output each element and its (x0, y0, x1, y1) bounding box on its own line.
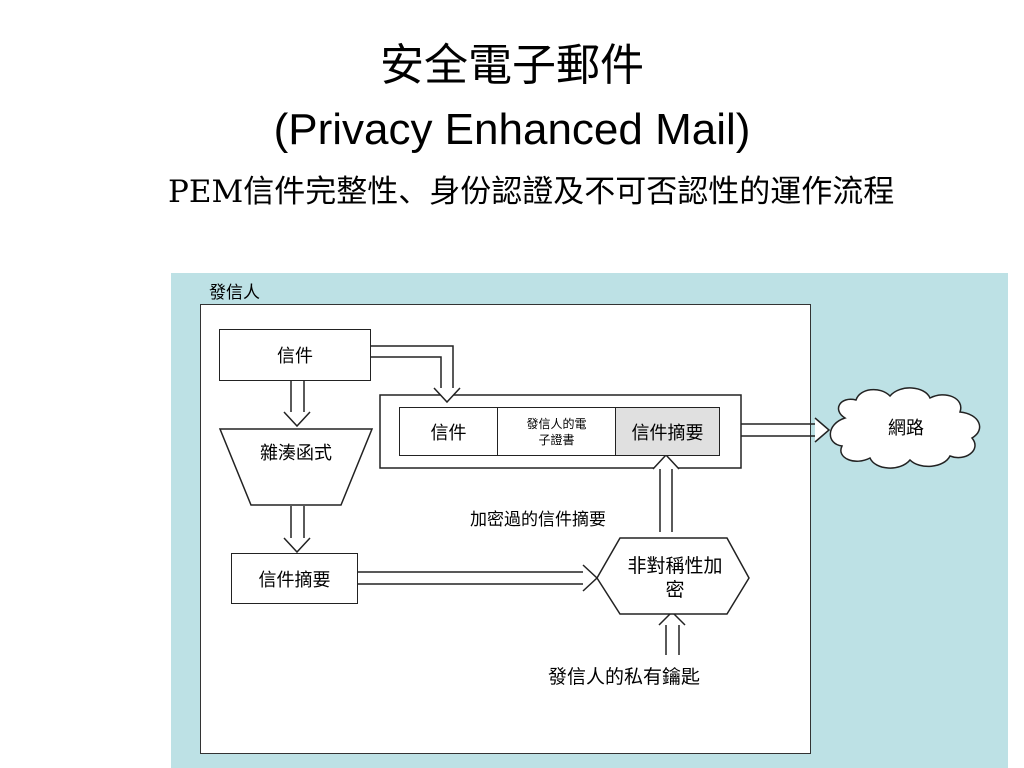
arrow-digest-to-encrypt (358, 564, 599, 592)
digest-box: 信件摘要 (231, 553, 358, 604)
arrow-hash-to-digest (283, 506, 311, 554)
package-digest-label: 信件摘要 (631, 422, 704, 444)
package-certificate-label: 發信人的電子證書 (526, 416, 587, 447)
package-digest-cell: 信件摘要 (615, 407, 720, 456)
asym-encrypt-label: 非對稱性加密 (627, 555, 723, 601)
mail-box: 信件 (219, 329, 371, 381)
subtitle: PEM信件完整性、身份認證及不可否認性的運作流程 (168, 174, 895, 210)
package-mail-cell: 信件 (399, 407, 498, 456)
title-english: (Privacy Enhanced Mail) (273, 105, 751, 154)
arrow-mail-to-package (371, 345, 461, 404)
digest-box-label: 信件摘要 (258, 569, 331, 591)
hash-function-label: 雜湊函式 (260, 443, 332, 464)
asym-encrypt-shape (596, 537, 750, 615)
arrow-mail-to-hash (283, 381, 311, 428)
arrow-encrypt-to-package (652, 453, 680, 532)
hash-function-shape (218, 428, 374, 506)
private-key-label: 發信人的私有鑰匙 (548, 666, 701, 688)
sender-label: 發信人 (209, 283, 260, 303)
arrow-package-to-network (741, 417, 831, 443)
package-mail-label: 信件 (430, 422, 467, 444)
arrow-key-to-encrypt (658, 610, 686, 655)
encrypted-digest-label: 加密過的信件摘要 (470, 510, 606, 530)
network-label: 網路 (888, 418, 924, 439)
package-certificate-cell: 發信人的電子證書 (497, 407, 616, 456)
title-chinese: 安全電子郵件 (380, 40, 644, 91)
mail-box-label: 信件 (277, 346, 313, 367)
network-cloud (829, 387, 981, 469)
